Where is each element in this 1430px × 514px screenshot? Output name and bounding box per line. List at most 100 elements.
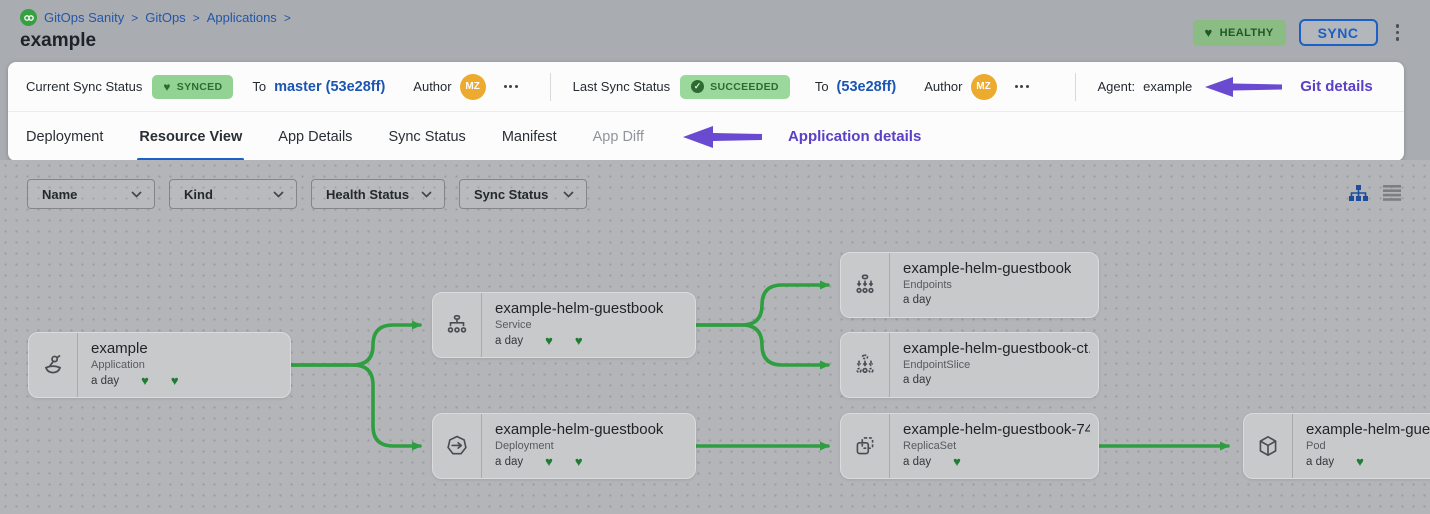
resource-title: example-helm-guestbook-ct... [903,340,1090,357]
last-revision-link[interactable]: (53e28ff) [836,78,897,95]
resource-age: a day [91,374,120,387]
chevron-down-icon [131,190,142,198]
health-status-badge: ♥ HEALTHY [1192,19,1286,46]
resource-kind: Deployment [495,440,554,452]
resource-kind: Pod [1306,440,1326,452]
health-status-filter-label: Health Status [326,186,410,202]
application-header-card: Current Sync Status ♥ SYNCED To master (… [8,62,1404,161]
kind-filter-label: Kind [184,186,213,202]
page-title: example [20,30,97,51]
tab-manifest[interactable]: Manifest [501,128,557,145]
name-filter-label: Name [42,186,78,202]
list-view-toggle-icon[interactable] [1381,182,1403,204]
tab-resource-view[interactable]: Resource View [137,112,245,161]
tab-app-diff[interactable]: App Diff [592,128,644,145]
resource-kind: Application [91,359,145,371]
tab-deployment[interactable]: Deployment [26,128,104,145]
resource-node-pod[interactable]: example-helm-guest Pod a day ♥ [1243,413,1430,479]
chevron-down-icon [563,190,574,198]
application-icon [29,333,78,397]
breadcrumb-separator: > [283,10,291,25]
chevron-down-icon [273,190,284,198]
health-heart-icon: ♥ [953,454,961,469]
check-circle-icon: ✓ [691,80,705,93]
tree-view-toggle-icon[interactable] [1347,182,1369,204]
author-avatar: MZ [970,73,997,100]
resource-title: example-helm-guestbook [903,260,1072,277]
resource-node-endpointslice[interactable]: example-helm-guestbook-ct... EndpointSli… [840,332,1099,398]
service-icon [433,293,482,357]
resource-node-replicaset[interactable]: example-helm-guestbook-74... ReplicaSet … [840,413,1099,479]
to-label: To [252,79,267,94]
tab-app-details[interactable]: App Details [278,128,353,145]
resource-age: a day [903,455,932,468]
health-status-filter-dropdown[interactable]: Health Status [311,179,445,209]
resource-kind: ReplicaSet [903,440,957,452]
health-heart-icon: ♥ [545,454,553,469]
graph-edges [289,280,1230,451]
annotation-arrow-left-icon [1205,76,1283,97]
git-details-annotation: Git details [1300,78,1373,95]
filter-bar: Name Kind Health Status Sync Status [0,179,1430,209]
breadcrumb-item-applications[interactable]: Applications [206,10,277,25]
application-tabs: Deployment Resource View App Details Syn… [8,112,1404,161]
resource-age: a day [903,374,932,386]
pod-icon [1244,414,1293,478]
resource-node-service[interactable]: example-helm-guestbook Service a day ♥ ♥ [432,292,696,358]
resource-age: a day [495,334,524,347]
resource-kind: EndpointSlice [903,359,971,371]
health-badge-label: HEALTHY [1219,26,1274,39]
sync-status-filter-dropdown[interactable]: Sync Status [459,179,587,209]
health-heart-icon: ♥ [574,454,583,469]
health-heart-icon: ♥ [1356,454,1364,469]
succeeded-badge-label: SUCCEEDED [710,80,779,93]
sync-button[interactable]: SYNC [1298,19,1378,46]
resource-title: example-helm-guest [1306,421,1430,438]
breadcrumb-item-gitops[interactable]: GitOps [145,10,186,25]
resource-node-deployment[interactable]: example-helm-guestbook Deployment a day … [432,413,696,479]
endpoints-icon [841,253,890,317]
sync-status-bar: Current Sync Status ♥ SYNCED To master (… [8,62,1404,112]
resource-graph-canvas[interactable]: Name Kind Health Status Sync Status [0,160,1430,514]
more-options-icon[interactable] [500,81,522,92]
health-heart-icon: ♥ [574,333,583,348]
breadcrumb-separator: > [131,10,139,25]
breadcrumb-separator: > [192,10,200,25]
author-label: Author [924,79,963,94]
kebab-menu-icon[interactable] [1391,20,1405,45]
current-revision-link[interactable]: master (53e28ff) [274,78,386,95]
resource-age: a day [1306,455,1335,468]
resource-kind: Service [495,319,532,331]
divider [1074,72,1076,101]
kind-filter-dropdown[interactable]: Kind [169,179,297,209]
name-filter-dropdown[interactable]: Name [27,179,155,209]
health-heart-icon: ♥ [141,373,149,388]
resource-node-endpoints[interactable]: example-helm-guestbook Endpoints a day [840,252,1099,318]
header-actions: ♥ HEALTHY SYNC [1192,19,1405,46]
health-heart-icon: ♥ [545,333,553,348]
resource-title: example-helm-guestbook-74... [903,421,1090,438]
synced-badge: ♥ SYNCED [152,74,234,99]
resource-node-application[interactable]: example Application a day ♥ ♥ [28,332,291,398]
resource-title: example-helm-guestbook [495,300,664,317]
tab-sync-status[interactable]: Sync Status [388,128,466,145]
author-label: Author [413,79,452,94]
application-details-annotation: Application details [787,128,922,145]
last-sync-status-label: Last Sync Status [572,79,671,94]
succeeded-badge: ✓ SUCCEEDED [680,74,790,99]
resource-title: example-helm-guestbook [495,421,664,438]
breadcrumb-item-gitops-sanity[interactable]: GitOps Sanity [44,10,125,25]
author-avatar: MZ [459,73,486,100]
current-sync-status-label: Current Sync Status [26,79,143,94]
heart-icon: ♥ [163,79,171,94]
resource-kind: Endpoints [903,279,952,291]
more-options-icon[interactable] [1011,81,1033,92]
resource-age: a day [495,455,524,468]
resource-age: a day [903,294,932,306]
chevron-down-icon [421,190,432,198]
resource-title: example [91,340,148,357]
synced-badge-label: SYNCED [176,80,223,93]
health-heart-icon: ♥ [170,373,179,388]
heart-icon: ♥ [1204,25,1213,40]
top-header: GitOps Sanity > GitOps > Applications > … [0,0,1430,62]
